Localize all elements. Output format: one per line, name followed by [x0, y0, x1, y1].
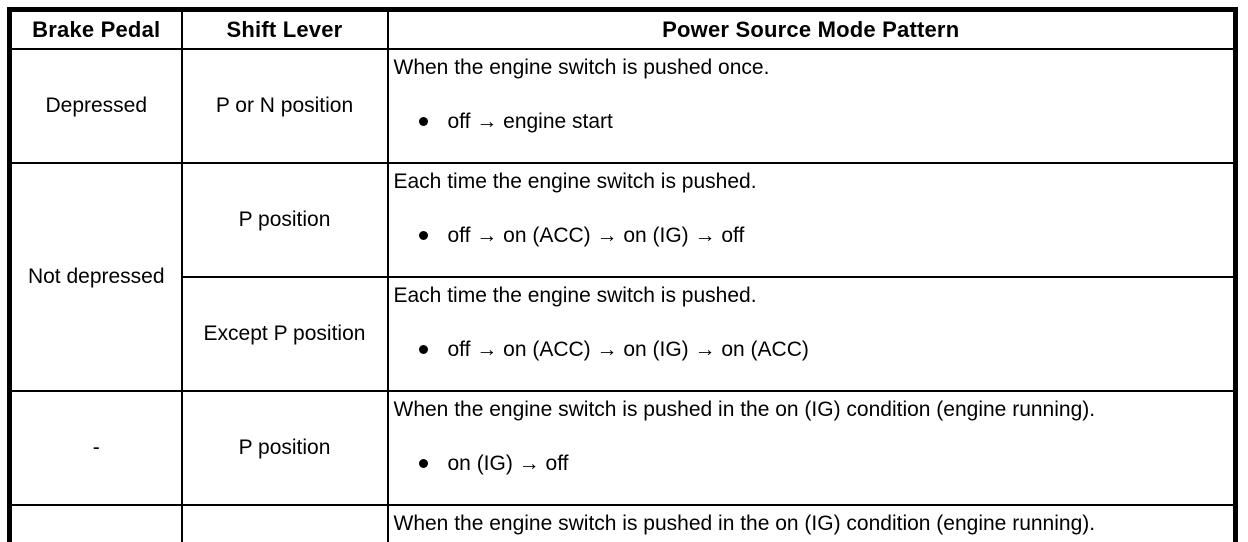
pattern-sequence: off → on (ACC) → on (IG) → off — [447, 224, 745, 247]
pattern-description: Each time the engine switch is pushed. — [393, 170, 757, 193]
brake-pedal-cell: - — [8, 390, 183, 506]
brake-pedal-cell: Not depressed — [8, 162, 183, 392]
pattern-cell: When the engine switch is pushed in the … — [386, 504, 1237, 542]
pattern-description: When the engine switch is pushed in the … — [393, 398, 1096, 421]
pattern-cell: Each time the engine switch is pushed. o… — [386, 276, 1237, 392]
pattern-sequence-line: on (IG) → off — [394, 451, 1232, 477]
pattern-description: When the engine switch is pushed in the … — [393, 512, 1096, 535]
pattern-sequence-line: off → on (ACC) → on (IG) → on (ACC) — [394, 337, 1232, 363]
pattern-cell: When the engine switch is pushed in the … — [386, 390, 1237, 506]
pattern-cell: Each time the engine switch is pushed. o… — [386, 162, 1237, 278]
pattern-sequence: on (IG) → off — [447, 452, 569, 475]
bullet-icon — [418, 117, 428, 126]
shift-lever-cell: P or N position — [180, 48, 389, 164]
brake-pedal-cell: Depressed — [8, 48, 183, 164]
pattern-sequence: off → engine start — [447, 110, 613, 133]
table-row: Not depressed P position Each time the e… — [8, 162, 1237, 392]
pattern-sequence-line: off → engine start — [394, 109, 1232, 135]
header-shift-lever: Shift Lever — [180, 8, 389, 50]
table-row: - Except P position When the engine swit… — [8, 504, 1237, 542]
pattern-cell: When the engine switch is pushed once. o… — [386, 48, 1237, 164]
shift-lever-cell: Except P position — [180, 504, 389, 542]
table-header-row: Brake Pedal Shift Lever Power Source Mod… — [8, 8, 1237, 50]
pattern-description: Each time the engine switch is pushed. — [393, 284, 757, 307]
pattern-description: When the engine switch is pushed once. — [393, 56, 770, 79]
pattern-sequence: off → on (ACC) → on (IG) → on (ACC) — [447, 338, 809, 361]
table-row: Depressed P or N position When the engin… — [8, 48, 1237, 164]
pattern-sequence-line: off → on (ACC) → on (IG) → off — [394, 223, 1232, 249]
shift-lever-cell: P position — [180, 162, 389, 278]
shift-lever-cell: P position — [180, 390, 389, 506]
header-brake-pedal: Brake Pedal — [8, 8, 183, 50]
header-power-source-mode-pattern: Power Source Mode Pattern — [386, 8, 1237, 50]
shift-lever-cell: Except P position — [180, 276, 389, 392]
bullet-icon — [418, 231, 428, 240]
power-source-mode-table: Brake Pedal Shift Lever Power Source Mod… — [7, 7, 1238, 542]
table-row: Except P position Each time the engine s… — [10, 276, 1237, 392]
brake-pedal-cell: - — [8, 504, 183, 542]
table-row: - P position When the engine switch is p… — [8, 390, 1237, 506]
bullet-icon — [418, 345, 428, 354]
bullet-icon — [418, 459, 428, 468]
